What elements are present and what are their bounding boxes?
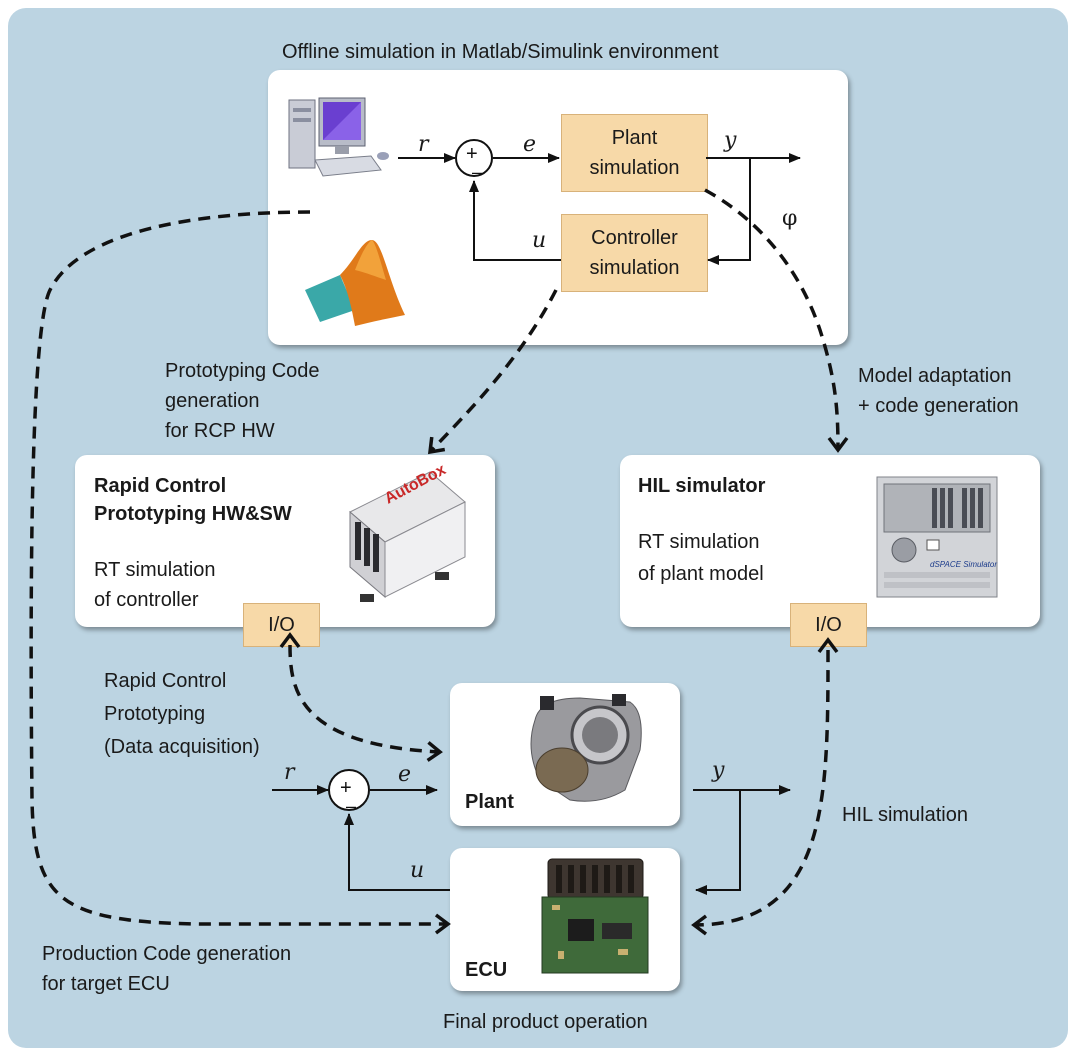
offline-title: Offline simulation in Matlab/Simulink en…: [282, 41, 719, 63]
production-code-flow: [29, 210, 451, 935]
offline-signal-y: y: [724, 128, 737, 153]
rcp-loop-line1: Rapid Control: [104, 670, 227, 692]
hil-desc-line2: of plant model: [638, 563, 764, 585]
matlab-logo-icon: [305, 240, 405, 326]
final-product-label: Final product operation: [443, 1011, 648, 1033]
prototyping-code-line3: for RCP HW: [165, 420, 275, 442]
model-adaptation-line2: + code generation: [858, 395, 1019, 417]
production-code-line1: Production Code generation: [42, 943, 292, 965]
offline-signal-r: r: [418, 132, 429, 157]
rcp-data-acquisition-flow: [279, 632, 443, 762]
model-adaptation-flow: [704, 188, 849, 453]
prototyping-code-flow: [427, 289, 558, 455]
loop-sum-minus: –: [346, 796, 356, 816]
rcp-loop-line3: (Data acquisition): [104, 736, 260, 758]
loop-feedback-y: [695, 790, 741, 895]
prototyping-code-line2: generation: [165, 390, 260, 412]
offline-signal-u: u: [532, 228, 547, 253]
model-adaptation-line1: Model adaptation: [858, 365, 1012, 387]
loop-signal-u: u: [410, 858, 425, 883]
offline-sum-minus: –: [472, 162, 482, 182]
ecu-label: ECU: [465, 959, 508, 981]
plant-simulation-block: Plant simulation: [561, 114, 708, 192]
ecu-image: [541, 858, 649, 974]
rcp-loop-line2: Prototyping: [104, 703, 206, 725]
loop-signal-r: r: [284, 760, 295, 785]
offline-feedback-u: [469, 180, 561, 261]
autobox-image: AutoBox: [349, 462, 466, 602]
offline-feedback-y: [707, 158, 751, 265]
hil-title: HIL simulator: [638, 475, 766, 497]
offline-signal-e: e: [523, 132, 537, 157]
rcp-title-line1: Rapid Control: [94, 475, 227, 497]
hil-simulation-label: HIL simulation: [842, 804, 968, 826]
production-code-line2: for target ECU: [42, 973, 170, 995]
prototyping-code-line1: Prototyping Code: [165, 360, 320, 382]
offline-sum-plus: +: [466, 143, 478, 165]
offline-signal-phi: φ: [782, 206, 798, 231]
hil-simulator-image: dSPACE Simulator: [876, 476, 998, 598]
hil-simulator-label: dSPACE Simulator: [930, 560, 997, 569]
rcp-desc-line2: of controller: [94, 589, 199, 611]
hil-desc-line1: RT simulation: [638, 531, 760, 553]
loop-sum-junction: [328, 769, 370, 811]
offline-sum-junction: [455, 139, 493, 177]
plant-label: Plant: [465, 791, 514, 813]
loop-signal-e: e: [398, 762, 412, 787]
computer-icon: [288, 97, 389, 177]
controller-simulation-block: Controller simulation: [561, 214, 708, 292]
throttle-body-image: [530, 694, 642, 802]
loop-sum-plus: +: [340, 777, 352, 799]
rcp-title-line2: Prototyping HW&SW: [94, 503, 292, 525]
rcp-desc-line1: RT simulation: [94, 559, 216, 581]
hil-simulation-flow: [691, 637, 839, 936]
loop-feedback-u: [344, 813, 450, 891]
